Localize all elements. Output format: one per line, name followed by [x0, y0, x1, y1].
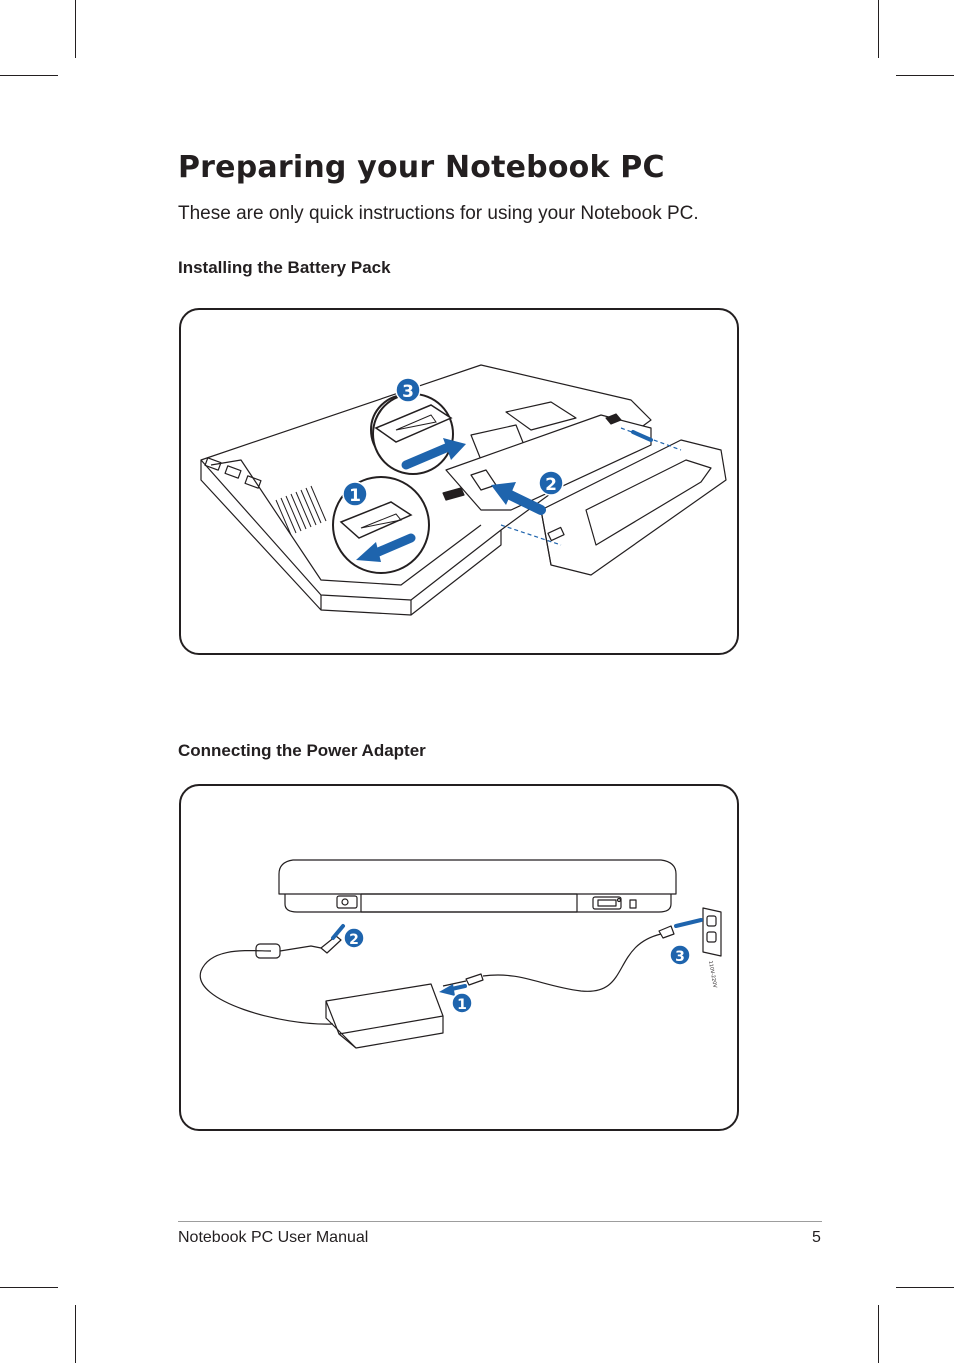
step-badge-1: 1	[451, 992, 473, 1014]
footer-divider	[178, 1221, 822, 1222]
battery-section-heading: Installing the Battery Pack	[178, 258, 391, 277]
svg-text:3: 3	[675, 949, 685, 965]
intro-text: These are only quick instructions for us…	[178, 203, 699, 224]
svg-text:1: 1	[349, 486, 361, 506]
crop-mark	[896, 1287, 954, 1288]
footer-page-number: 5	[812, 1229, 821, 1246]
svg-text:2: 2	[545, 475, 557, 495]
page-title: Preparing your Notebook PC	[178, 150, 665, 185]
step-badge-2: 2	[343, 927, 365, 949]
crop-mark	[896, 75, 954, 76]
step-badge-3: 3	[669, 944, 691, 966]
svg-text:2: 2	[349, 932, 359, 948]
crop-mark	[75, 1305, 76, 1363]
battery-installation-figure: 3 1 2	[179, 308, 739, 655]
svg-text:1: 1	[457, 997, 467, 1013]
crop-mark	[878, 1305, 879, 1363]
battery-illustration: 3 1 2	[200, 364, 727, 616]
crop-mark	[0, 1287, 58, 1288]
step-badge-1: 1	[342, 481, 368, 507]
step-badge-2: 2	[538, 470, 564, 496]
outlet-voltage-label: 110V-220V	[707, 960, 718, 989]
footer-manual-name: Notebook PC User Manual	[178, 1229, 369, 1246]
step-badge-3: 3	[395, 377, 421, 403]
power-adapter-figure: 110V-220V 2 1 3	[179, 784, 739, 1131]
svg-text:3: 3	[402, 382, 414, 402]
power-adapter-section-heading: Connecting the Power Adapter	[178, 741, 426, 760]
crop-mark	[878, 0, 879, 58]
crop-mark	[75, 0, 76, 58]
crop-mark	[0, 75, 58, 76]
power-adapter-illustration: 110V-220V 2 1 3	[199, 859, 722, 1049]
